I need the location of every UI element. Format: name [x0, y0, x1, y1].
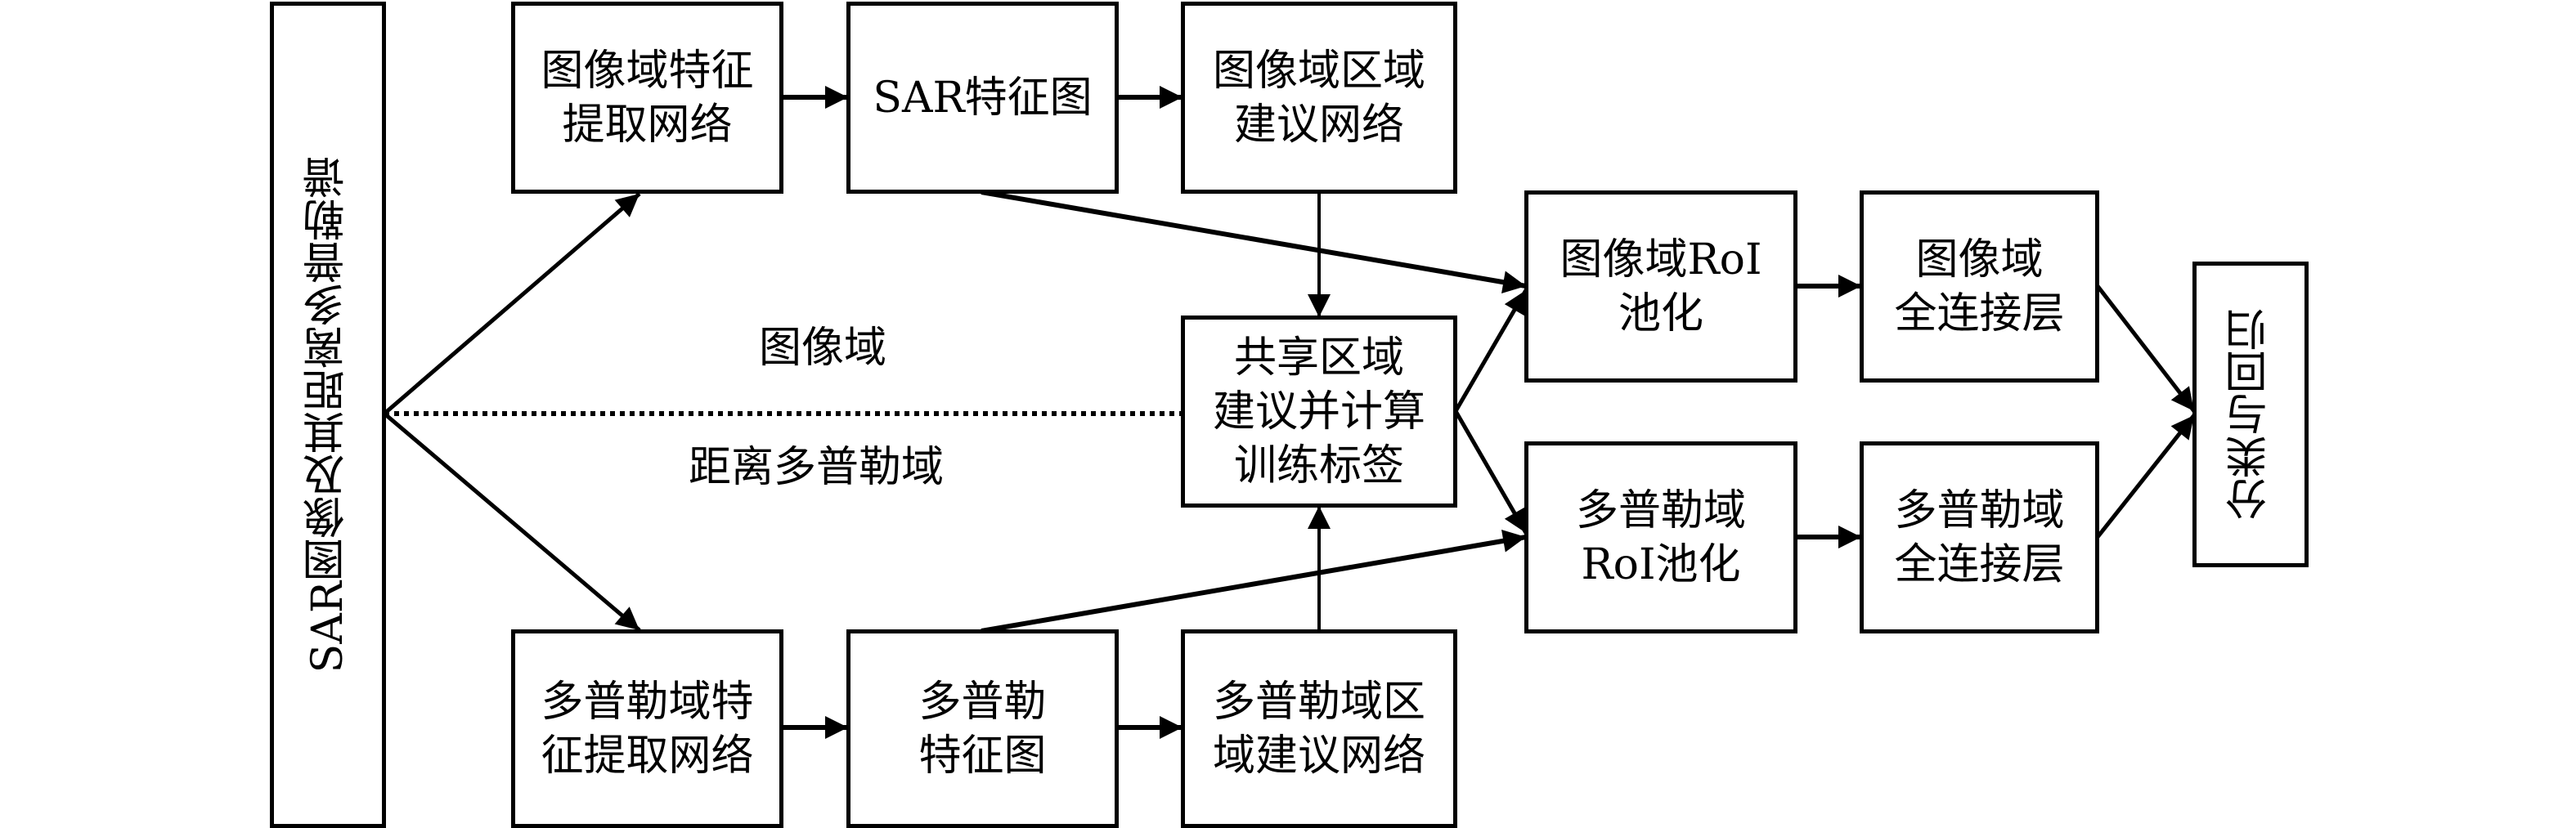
edge-input-to-img-feat-net: [383, 192, 641, 415]
sar-feature-map-label: SAR特征图: [873, 73, 1093, 123]
edge-input-to-dop-feat-net: [383, 412, 641, 632]
image-rpn-label: 图像域区域 建议网络: [1212, 46, 1425, 150]
doppler-feature-map-label: 多普勒 特征图: [918, 677, 1047, 781]
edge-shared-to-dop-roi: [1453, 410, 1528, 535]
image-domain-label: 图像域: [759, 324, 887, 373]
input-node: SAR图像及其距离多普勒谱: [270, 2, 386, 828]
image-fc-node: 图像域 全连接层: [1860, 190, 2099, 383]
shared-rpn-node: 共享区域 建议并计算 训练标签: [1181, 316, 1457, 508]
shared-rpn-label: 共享区域 建议并计算 训练标签: [1212, 333, 1425, 490]
doppler-rpn-label: 多普勒域区 域建议网络: [1212, 677, 1425, 781]
doppler-feature-extraction-node: 多普勒域特 征提取网络: [511, 629, 783, 828]
edge-shared-to-img-roi: [1453, 289, 1528, 413]
output-node: 分类与回归: [2192, 262, 2309, 567]
doppler-fc-label: 多普勒域 全连接层: [1894, 486, 2065, 589]
image-fc-label: 图像域 全连接层: [1894, 235, 2065, 338]
edge-img-fc-to-output: [2096, 284, 2196, 413]
doppler-rpn-node: 多普勒域区 域建议网络: [1181, 629, 1457, 828]
image-roi-pooling-node: 图像域RoI 池化: [1524, 190, 1797, 383]
edge-sar-feat-map-to-img-roi: [981, 190, 1527, 294]
doppler-roi-pooling-label: 多普勒域 RoI池化: [1575, 486, 1746, 589]
doppler-domain-label: 距离多普勒域: [689, 443, 945, 492]
edge-dop-fc-to-output: [2096, 414, 2196, 539]
image-feature-extraction-label: 图像域特征 提取网络: [541, 46, 754, 150]
output-node-label: 分类与回归: [2226, 308, 2275, 521]
doppler-feature-map-node: 多普勒 特征图: [846, 629, 1119, 828]
image-roi-pooling-label: 图像域RoI 池化: [1560, 235, 1762, 338]
edge-dop-feat-map-to-dop-roi: [981, 529, 1527, 633]
doppler-fc-node: 多普勒域 全连接层: [1860, 441, 2099, 633]
input-node-label: SAR图像及其距离多普勒谱: [303, 156, 352, 674]
sar-feature-map-node: SAR特征图: [846, 2, 1119, 194]
doppler-roi-pooling-node: 多普勒域 RoI池化: [1524, 441, 1797, 633]
image-rpn-node: 图像域区域 建议网络: [1181, 2, 1457, 194]
doppler-feature-extraction-label: 多普勒域特 征提取网络: [541, 677, 754, 781]
image-feature-extraction-node: 图像域特征 提取网络: [511, 2, 783, 194]
